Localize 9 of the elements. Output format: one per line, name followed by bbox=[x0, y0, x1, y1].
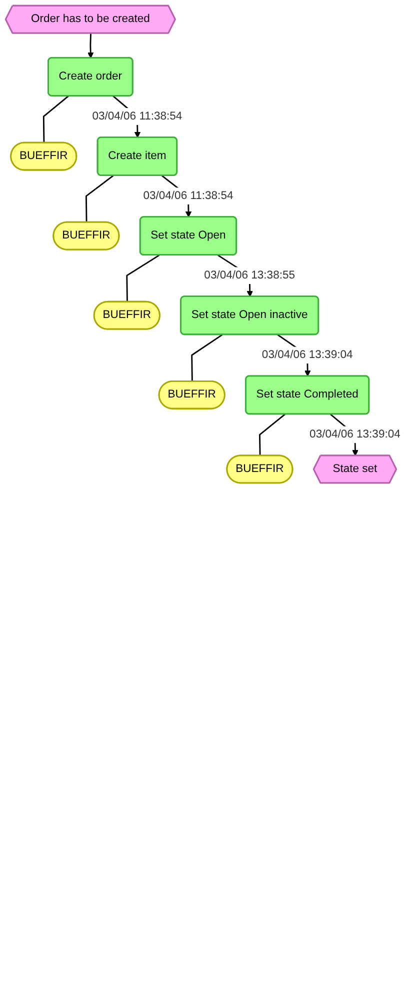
node-label: 03/04/06 13:39:04 bbox=[310, 428, 400, 440]
node-label: 03/04/06 13:39:04 bbox=[262, 348, 353, 361]
connector bbox=[85, 175, 114, 222]
node-label: 03/04/06 13:38:55 bbox=[204, 269, 295, 282]
node-label: 03/04/06 11:38:54 bbox=[143, 190, 234, 202]
arrow bbox=[88, 33, 94, 58]
node-label: 03/04/06 11:38:54 bbox=[92, 110, 182, 122]
connector bbox=[259, 414, 286, 456]
connector bbox=[42, 96, 69, 143]
